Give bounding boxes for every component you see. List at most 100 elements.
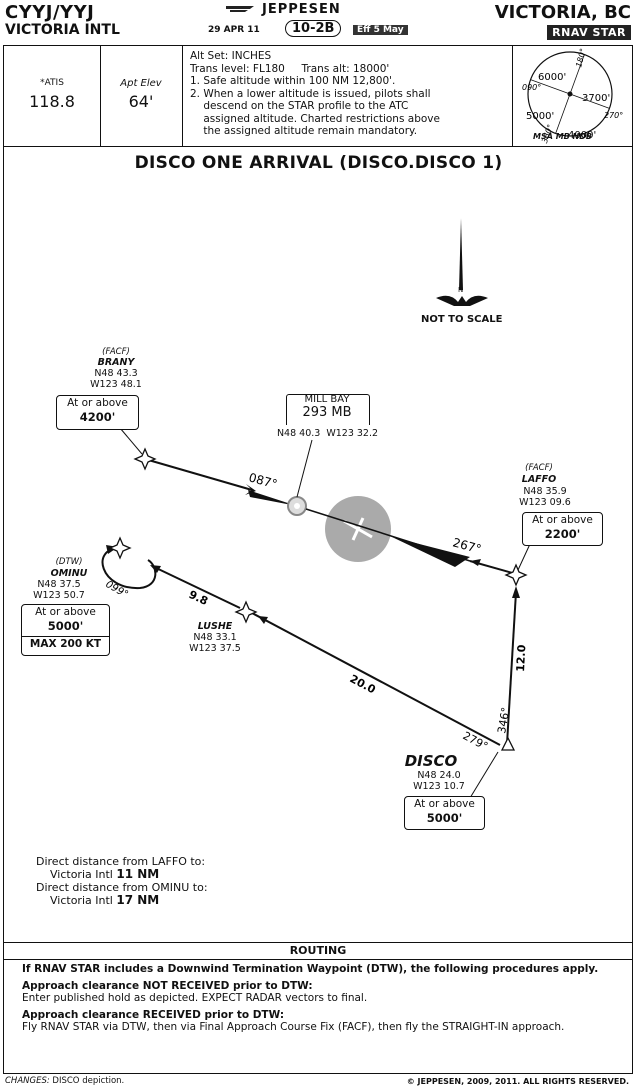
city: VICTORIA, BC xyxy=(494,2,631,23)
disco-laffo-course-label: 346° xyxy=(495,706,512,734)
notes: Alt Set: INCHES Trans level: FL180 Trans… xyxy=(190,50,510,138)
distance-line-3: Direct distance from OMINU to: xyxy=(36,881,208,894)
brany-lon: W123 48.1 xyxy=(90,379,142,390)
atis-cell: *ATIS 118.8 xyxy=(4,46,101,146)
disco-lat: N48 24.0 xyxy=(417,770,461,781)
note-line: descend on the STAR profile to the ATC xyxy=(190,100,409,112)
msa-sector-se: 4000' xyxy=(568,130,596,141)
procedure-type: RNAV STAR xyxy=(547,25,631,40)
routing-para-2-head: Approach clearance NOT RECEIVED prior to… xyxy=(22,979,313,992)
brany-altitude-box: At or above 4200' xyxy=(56,395,139,430)
brany-role: (FACF) xyxy=(102,347,130,357)
fix-ominu-icon xyxy=(108,536,132,560)
distance-line-1: Direct distance from LAFFO to: xyxy=(36,855,206,868)
copyright: © JEPPESEN, 2009, 2011. ALL RIGHTS RESER… xyxy=(406,1077,629,1086)
disco-alt-prefix: At or above xyxy=(414,798,475,810)
ominu-role: (DTW) xyxy=(55,557,83,567)
laffo-altitude: 2200' xyxy=(544,527,581,541)
note-line: 1. Safe altitude within 100 NM 12,800'. xyxy=(190,75,396,87)
disco-name: DISCO xyxy=(404,752,458,770)
disco-laffo-distance-label: 12.0 xyxy=(514,644,528,672)
routing-para-3-head: Approach clearance RECEIVED prior to DTW… xyxy=(22,1008,285,1021)
ominu-speed-limit: MAX 200 KT xyxy=(22,636,109,651)
distance-line-2: Victoria Intl 11 NM xyxy=(50,867,160,882)
brand: JEPPESEN xyxy=(262,2,341,17)
ominu-altitude: 5000' xyxy=(47,619,84,633)
elevation-value: 64' xyxy=(128,92,154,111)
not-to-scale: NOT TO SCALE xyxy=(421,314,503,325)
note-line: Alt Set: INCHES xyxy=(190,50,272,62)
lushe-name: LUSHE xyxy=(197,621,233,632)
msa-sector-sw: 5000' xyxy=(526,111,554,122)
msa-label: MSA MB NDB xyxy=(533,132,592,141)
laffo-lat: N48 35.9 xyxy=(523,486,567,497)
msa-diagram: 6000' 3700' 4000' 5000' 180° 270° 360° 0… xyxy=(522,47,623,144)
routing-para-3-body: Fly RNAV STAR via DTW, then via Final Ap… xyxy=(22,1021,565,1033)
routing-para-1: If RNAV STAR includes a Downwind Termina… xyxy=(22,963,599,975)
brany-altitude: 4200' xyxy=(79,410,116,424)
brany-alt-prefix: At or above xyxy=(67,397,128,409)
note-line: the assigned altitude remain mandatory. xyxy=(190,125,418,137)
north-label: N xyxy=(458,286,464,294)
atis-label: *ATIS xyxy=(40,78,64,88)
laffo-alt-prefix: At or above xyxy=(532,514,593,526)
laffo-course-label: 267° xyxy=(451,535,483,556)
ominu-alt-prefix: At or above xyxy=(35,606,96,618)
fix-disco-icon xyxy=(500,736,516,751)
note-line: assigned altitude. Charted restrictions … xyxy=(190,112,440,125)
direct-distances: Direct distance from LAFFO to: Victoria … xyxy=(36,855,208,907)
disco-lon: W123 10.7 xyxy=(413,781,465,792)
laffo-altitude-box: At or above 2200' xyxy=(522,512,603,546)
note-line: Trans level: FL180 Trans alt: 18000' xyxy=(190,62,390,75)
ominu-lat: N48 37.5 xyxy=(37,579,81,590)
routing-section: ROUTING If RNAV STAR includes a Downwind… xyxy=(3,942,633,1074)
jeppesen-logo-icon xyxy=(226,6,254,12)
fix-laffo-icon xyxy=(504,563,528,587)
msa-sector-nw: 6000' xyxy=(538,72,566,83)
ominu-name: OMINU xyxy=(50,568,88,579)
msa-bearing-090: 090° xyxy=(522,83,541,92)
procedure-title: DISCO ONE ARRIVAL (DISCO.DISCO 1) xyxy=(134,153,503,173)
navaid-frequency: 293 MB xyxy=(302,405,352,420)
brany-course-arrow xyxy=(248,490,297,506)
ominu-lon: W123 50.7 xyxy=(33,590,85,601)
distance-line-4: Victoria Intl 17 NM xyxy=(50,893,160,908)
atis-frequency: 118.8 xyxy=(29,92,75,111)
elevation-cell: Apt Elev 64' xyxy=(100,46,183,146)
chart-date: 29 APR 11 xyxy=(208,25,260,35)
disco-altitude-box: At or above 5000' xyxy=(404,796,485,830)
brany-lat: N48 43.3 xyxy=(94,368,138,379)
effective-date: Eff 5 May xyxy=(353,25,408,35)
ominu-altitude-box: At or above 5000' MAX 200 KT xyxy=(21,604,110,656)
north-arrow-icon xyxy=(436,218,488,306)
brany-name: BRANY xyxy=(97,357,135,368)
changes-note: CHANGES: DISCO depiction. xyxy=(5,1076,125,1086)
info-row: *ATIS 118.8 Apt Elev 64' Alt Set: INCHES… xyxy=(3,45,633,147)
laffo-name: LAFFO xyxy=(521,474,557,485)
lushe-lon: W123 37.5 xyxy=(189,643,241,654)
navaid-name: MILL BAY xyxy=(304,394,350,405)
msa-bearing-270: 270° xyxy=(604,111,623,120)
fix-lushe-icon xyxy=(234,600,258,624)
laffo-course-arrow xyxy=(392,537,470,567)
page-number: 10-2B xyxy=(285,20,342,37)
airport-name: VICTORIA INTL xyxy=(5,22,120,38)
laffo-role: (FACF) xyxy=(525,463,553,473)
disco-lushe-distance-label: 20.0 xyxy=(348,672,378,696)
navaid-box xyxy=(286,394,370,425)
msa-sector-e: 3700' xyxy=(582,93,610,104)
routing-heading: ROUTING xyxy=(4,943,632,960)
note-line: 2. When a lower altitude is issued, pilo… xyxy=(190,87,431,100)
disco-altitude: 5000' xyxy=(426,811,463,825)
lushe-lat: N48 33.1 xyxy=(193,632,237,643)
airport-id: CYYJ/YYJ xyxy=(5,2,95,23)
fix-brany-icon xyxy=(133,447,157,471)
laffo-lon: W123 09.6 xyxy=(519,497,571,508)
disco-lushe-course-label: 279° xyxy=(461,729,491,753)
notes-cell: Alt Set: INCHES Trans level: FL180 Trans… xyxy=(182,46,513,146)
navaid-coordinates: N48 40.3 W123 32.2 xyxy=(276,428,379,439)
elevation-label: Apt Elev xyxy=(120,78,162,89)
routing-text: If RNAV STAR includes a Downwind Termina… xyxy=(22,963,622,1038)
routing-para-2-body: Enter published hold as depicted. EXPECT… xyxy=(22,992,368,1004)
